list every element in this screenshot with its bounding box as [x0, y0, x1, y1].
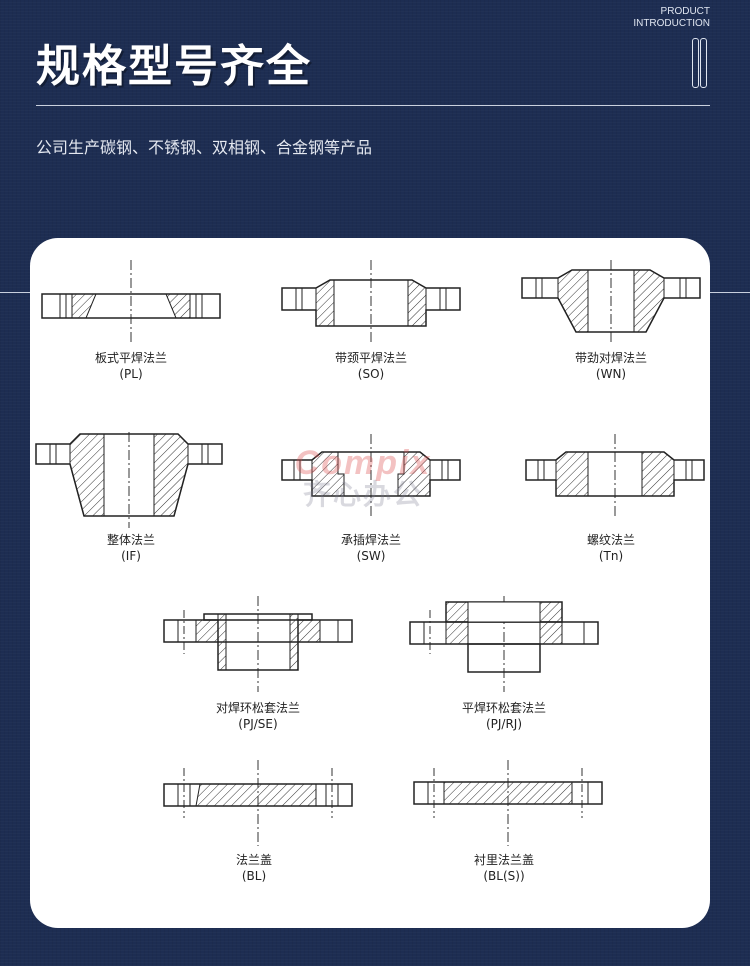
double-bar-icon	[692, 38, 708, 90]
flange-wn-caption: 带劲对焊法兰 (WN)	[521, 350, 701, 382]
flange-bls-code: (BL(S))	[483, 869, 525, 883]
flange-pjrj-name: 平焊环松套法兰	[461, 701, 546, 715]
flange-pl-caption: 板式平焊法兰 (PL)	[41, 350, 221, 382]
flange-if-code: (IF)	[121, 549, 141, 563]
flange-pjrj-diagram	[406, 594, 602, 694]
flange-if-diagram	[34, 430, 224, 530]
flange-so-diagram	[278, 256, 464, 346]
side-line-right	[710, 292, 750, 293]
flange-pjse-name: 对焊环松套法兰	[215, 701, 300, 715]
flange-bl-diagram	[160, 758, 356, 848]
flange-tn-name: 螺纹法兰	[586, 533, 635, 547]
flange-pl-diagram	[38, 256, 224, 346]
title-divider	[36, 105, 710, 106]
page-title: 规格型号齐全	[36, 41, 312, 92]
flange-bl-code: (BL)	[241, 869, 267, 883]
corner-label: PRODUCT INTRODUCTION	[633, 6, 710, 30]
flange-wn-diagram	[518, 256, 704, 346]
corner-label-line1: PRODUCT	[660, 6, 710, 17]
flange-pjse-code: (PJ/SE)	[238, 717, 278, 731]
flange-bls-name: 衬里法兰盖	[473, 853, 534, 867]
flange-pjse-diagram	[160, 594, 356, 694]
flange-sw-caption: 承插焊法兰 (SW)	[281, 532, 461, 564]
flange-pl-code: (PL)	[119, 367, 143, 381]
flange-bls-caption: 衬里法兰盖 (BL(S))	[414, 852, 594, 884]
corner-label-line2: INTRODUCTION	[633, 18, 710, 29]
subtitle: 公司生产碳钢、不锈钢、双相钢、合金钢等产品	[36, 138, 373, 157]
flange-panel: 板式平焊法兰 (PL) 带颈平焊法兰 (SO) 带劲对焊法兰 (WN)	[30, 238, 710, 928]
flange-so-caption: 带颈平焊法兰 (SO)	[281, 350, 461, 382]
flange-if-name: 整体法兰	[106, 533, 155, 547]
flange-sw-diagram	[278, 430, 464, 520]
flange-bl-name: 法兰盖	[235, 853, 272, 867]
flange-tn-diagram	[522, 430, 708, 520]
flange-tn-caption: 螺纹法兰 (Tn)	[521, 532, 701, 564]
flange-tn-code: (Tn)	[598, 549, 624, 563]
flange-wn-code: (WN)	[595, 367, 627, 381]
flange-sw-name: 承插焊法兰	[340, 533, 401, 547]
flange-sw-code: (SW)	[356, 549, 386, 563]
side-line-left	[0, 292, 30, 293]
flange-pjse-caption: 对焊环松套法兰 (PJ/SE)	[168, 700, 348, 732]
flange-pjrj-code: (PJ/RJ)	[485, 717, 523, 731]
flange-bls-diagram	[410, 758, 606, 848]
flange-so-code: (SO)	[357, 367, 385, 381]
flange-pl-name: 板式平焊法兰	[94, 351, 167, 365]
flange-bl-caption: 法兰盖 (BL)	[164, 852, 344, 884]
flange-pjrj-caption: 平焊环松套法兰 (PJ/RJ)	[414, 700, 594, 732]
flange-wn-name: 带劲对焊法兰	[574, 351, 647, 365]
flange-so-name: 带颈平焊法兰	[334, 351, 407, 365]
flange-if-caption: 整体法兰 (IF)	[41, 532, 221, 564]
